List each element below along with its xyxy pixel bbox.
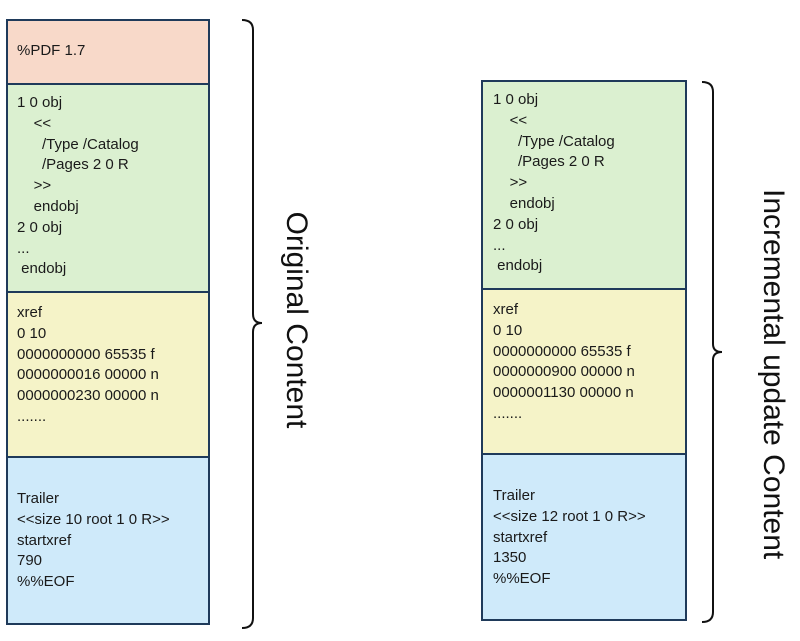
code-line: startxref (17, 531, 72, 549)
code-line: 0000001130 00000 n (493, 384, 634, 402)
code-line: ... (17, 239, 30, 257)
code-line: endobj (493, 257, 543, 275)
code-line: 0000000000 65535 f (493, 342, 631, 360)
code-line: 1 0 obj (493, 91, 539, 108)
pdf-header-section: %PDF 1.7 (6, 19, 210, 85)
incremental-file-stack: 1 0 obj << /Type /Catalog /Pages 2 0 R >… (481, 80, 687, 621)
code-line: >> (493, 174, 528, 192)
code-line: Trailer (493, 487, 535, 504)
code-line: endobj (17, 197, 79, 215)
code-line: /Pages 2 0 R (17, 156, 129, 174)
pdf-body-section: 1 0 obj << /Type /Catalog /Pages 2 0 R >… (6, 83, 210, 293)
original-file-stack: %PDF 1.7 1 0 obj << /Type /Catalog /Page… (6, 19, 210, 625)
code-line: << (493, 111, 528, 129)
code-line: /Type /Catalog (17, 135, 139, 153)
code-line: startxref (493, 528, 548, 546)
code-line: << (17, 114, 52, 132)
code-line: /Pages 2 0 R (493, 153, 605, 171)
incremental-update-content-label: Incremental update Content (757, 189, 790, 560)
code-line: endobj (493, 194, 555, 212)
code-line: 1 0 obj (17, 94, 63, 111)
original-content-label: Original Content (280, 211, 313, 429)
code-line: 1350 (493, 549, 527, 567)
code-line: xref (493, 301, 519, 318)
code-line: ....... (493, 404, 523, 422)
xref-table-section: xref 0 10 0000000000 65535 f 0000000900 000… (481, 288, 687, 455)
code-line: 0 10 (493, 321, 523, 339)
code-line: >> (17, 177, 52, 195)
code-line: 0 10 (17, 324, 47, 342)
code-line: xref (17, 304, 43, 321)
trailer-section: Trailer <<size 10 root 1 0 R>> startxref 79… (6, 456, 210, 625)
code-line: <<size 12 root 1 0 R>> (493, 507, 646, 525)
code-line: %%EOF (17, 573, 75, 591)
xref-table-section: xref 0 10 0000000000 65535 f 0000000016 000… (6, 291, 210, 458)
code-line: 0000000000 65535 f (17, 345, 155, 363)
code-line: /Type /Catalog (493, 132, 615, 150)
trailer-section: Trailer <<size 12 root 1 0 R>> startxref 13… (481, 453, 687, 621)
code-line: Trailer (17, 490, 59, 507)
code-line: 0000000900 00000 n (493, 363, 635, 381)
code-line: %PDF 1.7 (17, 42, 86, 59)
code-line: 2 0 obj (17, 218, 63, 236)
code-line: ....... (17, 407, 47, 425)
code-line: 0000000230 00000 n (17, 387, 159, 405)
code-line: %%EOF (493, 570, 551, 588)
code-line: 790 (17, 552, 43, 570)
code-line: 2 0 obj (493, 215, 539, 233)
code-line: 0000000016 00000 n (17, 366, 159, 384)
code-line: ... (493, 236, 506, 254)
code-line: endobj (17, 260, 67, 278)
code-line: <<size 10 root 1 0 R>> (17, 510, 170, 528)
original-content-brace (241, 19, 263, 629)
pdf-body-section: 1 0 obj << /Type /Catalog /Pages 2 0 R >… (481, 80, 687, 290)
incremental-update-brace (701, 81, 723, 623)
